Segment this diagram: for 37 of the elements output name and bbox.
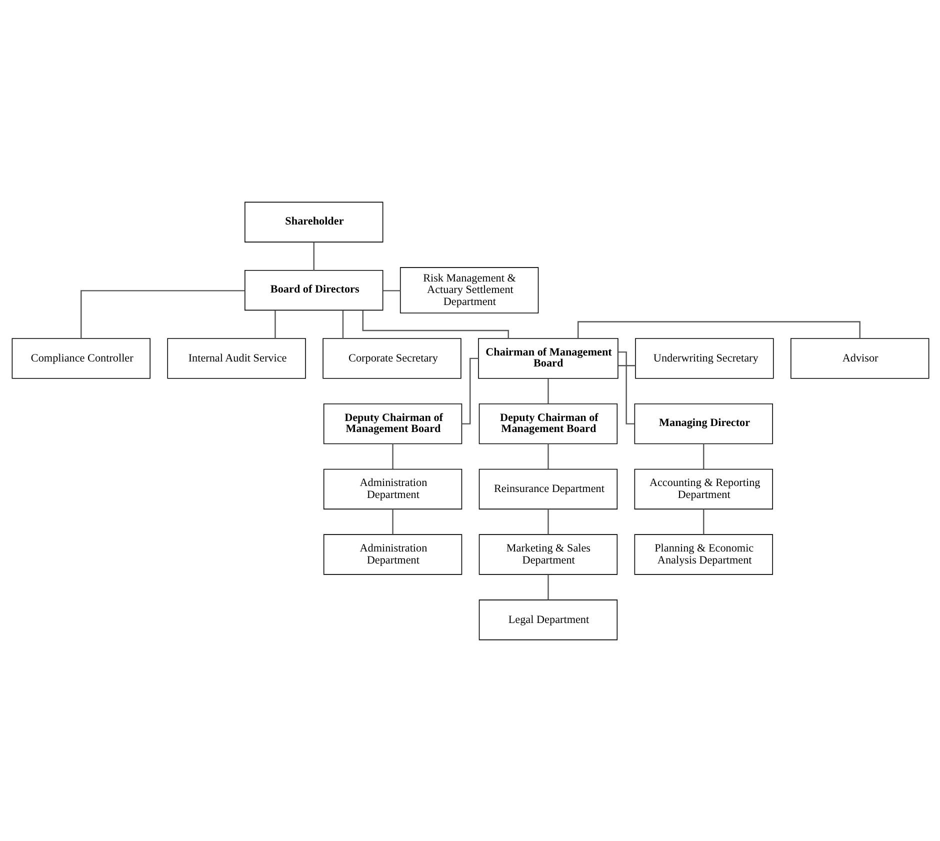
- connector: [547, 443, 548, 469]
- connector: [392, 443, 393, 469]
- connector: [342, 310, 344, 338]
- node-box: Reinsurance Department: [478, 468, 618, 509]
- connector: [547, 574, 548, 600]
- node-box: Administration Department: [322, 534, 462, 574]
- node-box: Underwriting Secretary: [634, 338, 774, 378]
- node-box: Accounting & Reporting Department: [634, 468, 772, 509]
- node-box: Planning & Economic Analysis Department: [634, 534, 772, 574]
- connector: [392, 508, 393, 534]
- connector: [312, 242, 314, 270]
- connector: [702, 508, 704, 534]
- connector: [461, 357, 478, 424]
- node-box: Risk Management & Actuary Settlement Department: [399, 266, 538, 313]
- node-box: Legal Department: [478, 599, 618, 640]
- node-box: Chairman of Management Board: [478, 338, 618, 378]
- connector: [547, 508, 548, 534]
- connector: [274, 310, 276, 338]
- node-box: Advisor: [790, 338, 929, 378]
- connector: [80, 290, 244, 338]
- connector: [382, 290, 400, 291]
- node-box: Marketing & Sales Department: [478, 534, 618, 574]
- node-box: Compliance Controller: [11, 338, 150, 378]
- node-box: Deputy Chairman of Management Board: [322, 402, 462, 444]
- connector: [618, 364, 635, 366]
- node-box: Administration Department: [322, 468, 462, 509]
- node-box: Managing Director: [634, 402, 772, 444]
- connector: [362, 310, 508, 338]
- connector: [702, 443, 704, 469]
- node-box: Shareholder: [244, 201, 383, 242]
- connector: [617, 350, 634, 424]
- node-box: Board of Directors: [244, 269, 383, 310]
- connector: [547, 378, 548, 404]
- connector: [577, 320, 860, 338]
- node-box: Deputy Chairman of Management Board: [478, 402, 618, 444]
- node-box: Internal Audit Service: [166, 338, 306, 378]
- node-box: Corporate Secretary: [322, 338, 461, 378]
